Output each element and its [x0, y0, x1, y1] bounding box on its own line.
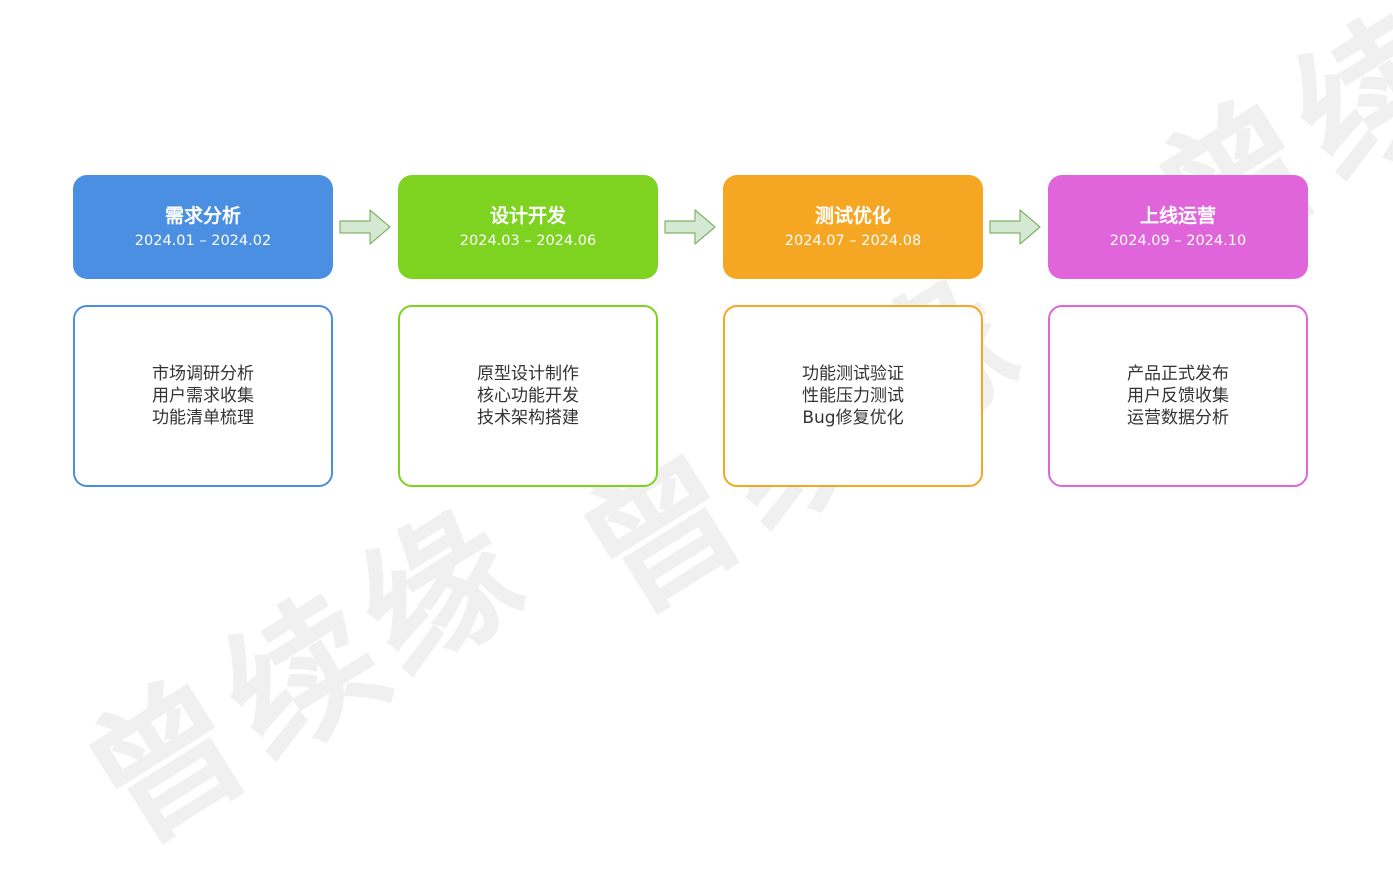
arrow-right-icon [989, 209, 1041, 245]
stage-title: 需求分析 [164, 205, 241, 227]
stage-date: 2024.07 – 2024.08 [784, 233, 922, 249]
stage-item: 运营数据分析 [1127, 408, 1229, 428]
stage-item: 用户需求收集 [152, 386, 254, 406]
stage-item: 功能清单梳理 [152, 408, 254, 428]
stage-header: 上线运营 2024.09 – 2024.10 [1048, 175, 1308, 279]
stage-date: 2024.03 – 2024.06 [459, 233, 597, 249]
stage-requirements: 需求分析 2024.01 – 2024.02 市场调研分析 用户需求收集 功能清… [73, 175, 333, 487]
stage-launch-operations: 上线运营 2024.09 – 2024.10 产品正式发布 用户反馈收集 运营数… [1048, 175, 1308, 487]
stage-design-development: 设计开发 2024.03 – 2024.06 原型设计制作 核心功能开发 技术架… [398, 175, 658, 487]
stage-item: 市场调研分析 [152, 364, 254, 384]
stage-title: 设计开发 [489, 205, 566, 227]
stage-testing-optimization: 测试优化 2024.07 – 2024.08 功能测试验证 性能压力测试 Bug… [723, 175, 983, 487]
stage-item: 原型设计制作 [477, 364, 579, 384]
stage-date: 2024.09 – 2024.10 [1109, 233, 1247, 249]
stage-details-box: 产品正式发布 用户反馈收集 运营数据分析 [1048, 305, 1308, 487]
stage-header: 设计开发 2024.03 – 2024.06 [398, 175, 658, 279]
stage-details-box: 功能测试验证 性能压力测试 Bug修复优化 [723, 305, 983, 487]
stage-title: 测试优化 [814, 205, 891, 227]
stage-title: 上线运营 [1139, 205, 1216, 227]
stage-header: 测试优化 2024.07 – 2024.08 [723, 175, 983, 279]
stage-item: 功能测试验证 [802, 364, 904, 384]
stage-item: 产品正式发布 [1127, 364, 1229, 384]
stage-details-box: 市场调研分析 用户需求收集 功能清单梳理 [73, 305, 333, 487]
stage-header: 需求分析 2024.01 – 2024.02 [73, 175, 333, 279]
process-flow-diagram: 需求分析 2024.01 – 2024.02 市场调研分析 用户需求收集 功能清… [73, 175, 1308, 487]
arrow-right-icon [339, 209, 391, 245]
stage-item: 性能压力测试 [802, 386, 904, 406]
stage-item: 核心功能开发 [477, 386, 579, 406]
arrow-right-icon [664, 209, 716, 245]
stage-details-box: 原型设计制作 核心功能开发 技术架构搭建 [398, 305, 658, 487]
stage-item: 用户反馈收集 [1127, 386, 1229, 406]
stage-item: Bug修复优化 [802, 408, 904, 428]
stage-item: 技术架构搭建 [477, 408, 579, 428]
stage-date: 2024.01 – 2024.02 [134, 233, 272, 249]
